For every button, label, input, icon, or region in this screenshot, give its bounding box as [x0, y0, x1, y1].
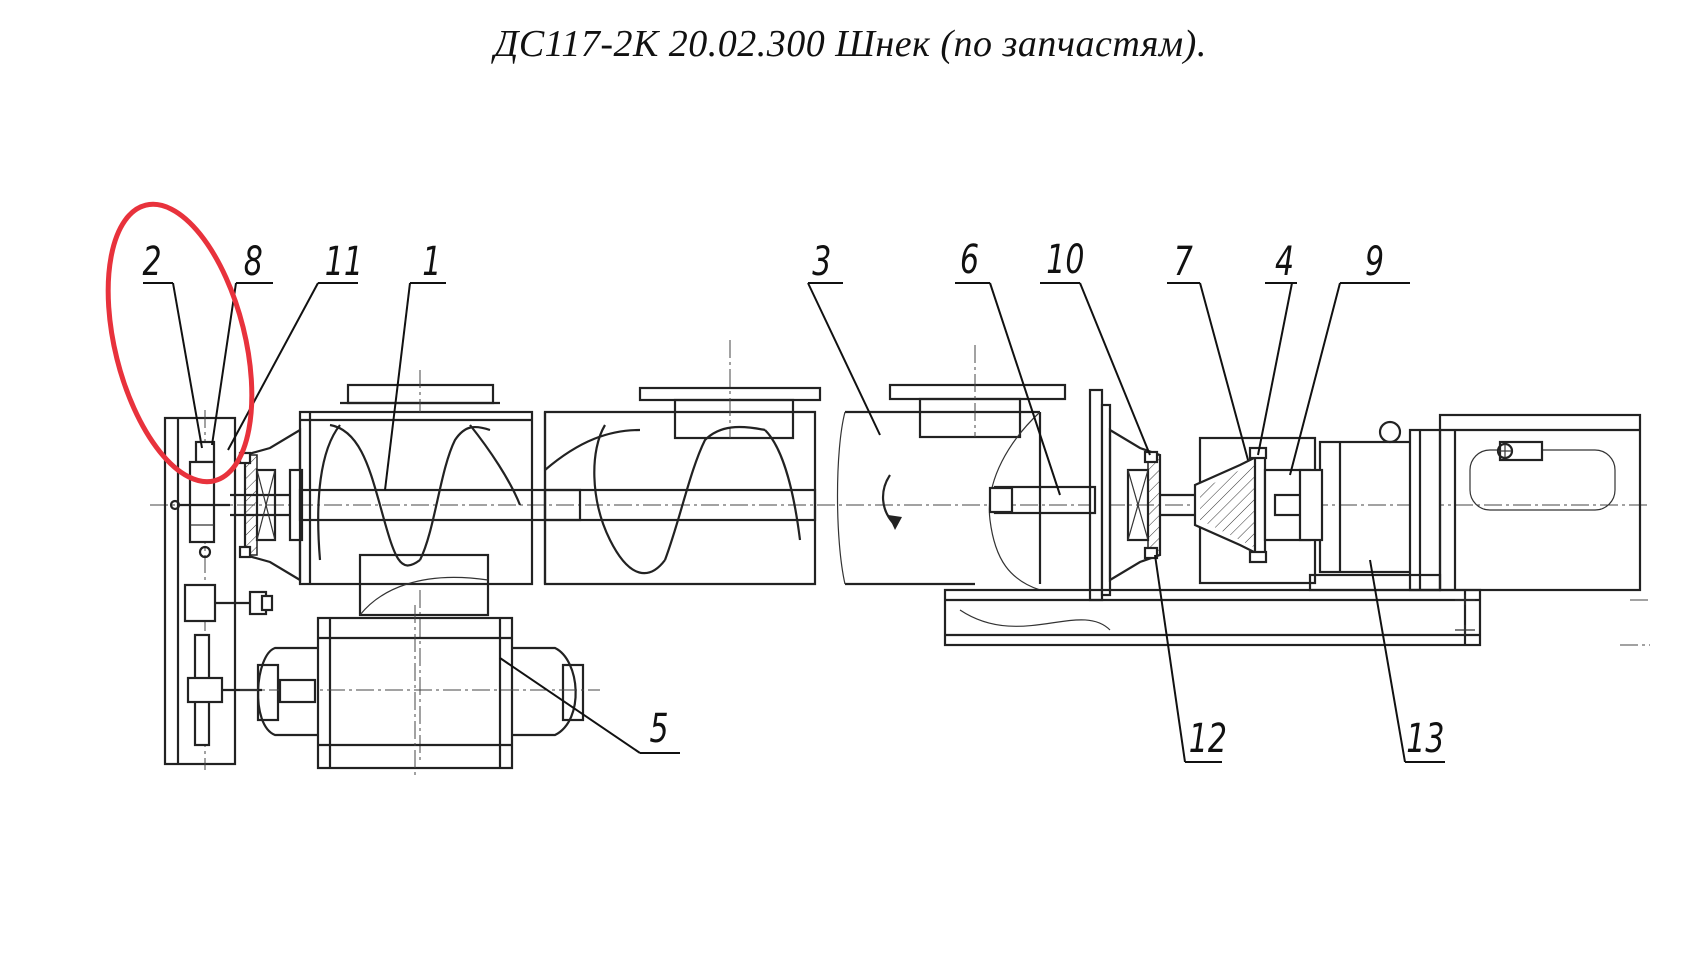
drawing-title: ДС117-2К 20.02.300 Шнек (по запчастям). — [494, 23, 1207, 65]
callout-2: 2 — [143, 239, 203, 449]
callout-label-2: 2 — [143, 239, 162, 285]
callout-label-4: 4 — [1275, 239, 1294, 285]
callout-label-1: 1 — [422, 239, 441, 285]
highlight-ellipse — [105, 201, 255, 485]
callout-13: 13 — [1369, 559, 1445, 763]
callout-9: 9 — [1289, 239, 1410, 476]
callout-12: 12 — [1154, 554, 1227, 763]
drive-motor-5 — [240, 605, 600, 775]
auger-flight-1 — [298, 423, 582, 567]
callout-11: 11 — [227, 239, 363, 451]
callout-6: 6 — [955, 237, 1061, 496]
callout-1: 1 — [384, 239, 446, 491]
callout-4: 4 — [1257, 239, 1297, 456]
middle-trough — [543, 340, 822, 586]
callout-10: 10 — [1040, 237, 1151, 456]
callout-label-11: 11 — [325, 239, 363, 285]
inlet-housing — [298, 370, 534, 760]
callout-label-9: 9 — [1365, 239, 1384, 285]
callout-label-5: 5 — [650, 706, 669, 752]
callout-label-6: 6 — [960, 237, 979, 283]
callout-label-13: 13 — [1406, 716, 1444, 762]
callout-3: 3 — [807, 239, 881, 436]
callout-label-10: 10 — [1046, 237, 1084, 283]
coupling — [1193, 436, 1317, 585]
callout-8: 8 — [211, 239, 273, 446]
callout-5: 5 — [499, 657, 680, 754]
base-frame — [943, 588, 1650, 647]
callout-label-8: 8 — [244, 239, 263, 285]
right-end-housing — [988, 388, 1260, 602]
electric-motor — [1438, 413, 1642, 592]
pipe-section — [836, 345, 1067, 586]
callout-label-7: 7 — [1174, 239, 1194, 285]
left-drive-frame — [163, 410, 274, 770]
callout-7: 7 — [1167, 239, 1249, 461]
callout-label-3: 3 — [812, 239, 831, 285]
callout-label-12: 12 — [1189, 716, 1227, 762]
